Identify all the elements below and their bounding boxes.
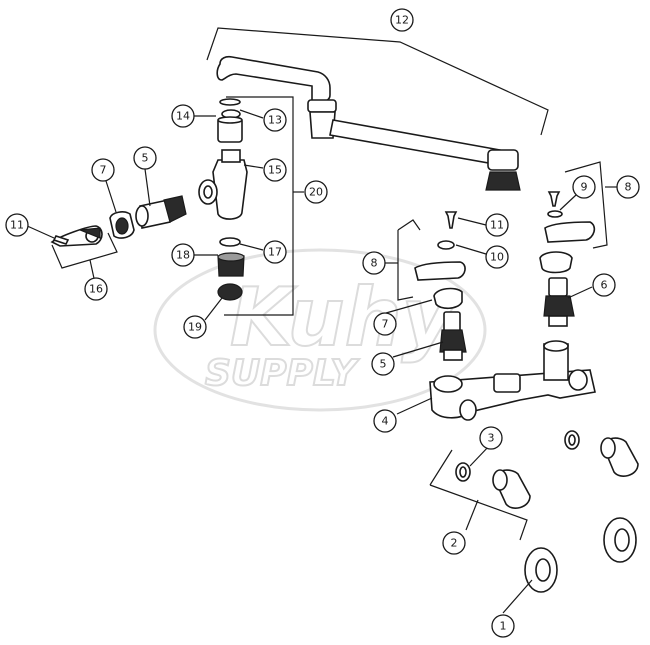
watermark-text-bottom: SUPPLY (205, 353, 360, 394)
washer-9 (547, 210, 563, 218)
bracket-20 (224, 96, 294, 316)
svg-text:2: 2 (451, 537, 458, 550)
washer-17 (219, 237, 241, 247)
seal-13 (219, 98, 241, 119)
callout-16: 16 (84, 277, 108, 301)
svg-text:10: 10 (490, 251, 504, 264)
faucet-body-4 (429, 340, 596, 421)
callout-11-left: 11 (5, 213, 29, 237)
washer-10 (437, 240, 455, 250)
bracket-8-left (397, 219, 421, 301)
spout (216, 55, 521, 191)
seat-18 (217, 252, 245, 277)
callout-7-left: 7 (91, 158, 115, 182)
handle-8-right (544, 221, 596, 243)
callout-9: 9 (572, 175, 596, 199)
bonnet-7-left (109, 211, 135, 239)
svg-text:4: 4 (382, 415, 389, 428)
bracket-12 (206, 27, 549, 136)
callout-17: 17 (263, 240, 287, 264)
svg-text:5: 5 (142, 152, 149, 165)
callout-3: 3 (479, 426, 503, 450)
svg-text:8: 8 (625, 181, 632, 194)
svg-text:6: 6 (601, 279, 608, 292)
bushing-14 (217, 116, 243, 143)
callout-8-right: 8 (616, 175, 640, 199)
callout-19: 19 (183, 315, 207, 339)
svg-text:16: 16 (89, 283, 103, 296)
cartridge-5-left (135, 195, 187, 229)
handle-16 (50, 225, 103, 247)
callout-13: 13 (263, 108, 287, 132)
callout-7: 7 (373, 312, 397, 336)
eccentric-right (600, 437, 639, 477)
svg-text:14: 14 (176, 110, 190, 123)
flange-right (603, 517, 637, 563)
callout-8-left: 8 (362, 251, 386, 275)
svg-text:11: 11 (490, 219, 504, 232)
callout-2: 2 (442, 531, 466, 555)
svg-text:7: 7 (100, 164, 107, 177)
svg-text:3: 3 (488, 432, 495, 445)
callout-5-left: 5 (133, 146, 157, 170)
callout-18: 18 (171, 243, 195, 267)
svg-text:19: 19 (188, 321, 202, 334)
callout-6: 6 (592, 273, 616, 297)
screw-11-left (52, 235, 70, 245)
callout-11: 11 (485, 213, 509, 237)
callout-14: 14 (171, 104, 195, 128)
svg-text:12: 12 (395, 14, 409, 27)
svg-text:18: 18 (176, 249, 190, 262)
svg-text:11: 11 (10, 219, 24, 232)
swing-body-15 (198, 149, 248, 220)
callout-20: 20 (304, 180, 328, 204)
bracket-8-right (564, 161, 608, 249)
screw-9 (547, 191, 561, 207)
svg-text:9: 9 (581, 181, 588, 194)
svg-text:1: 1 (500, 620, 507, 633)
svg-text:13: 13 (268, 114, 282, 127)
callout-12: 12 (390, 8, 414, 32)
svg-text:15: 15 (268, 164, 282, 177)
callout-10: 10 (485, 245, 509, 269)
callout-4: 4 (373, 409, 397, 433)
svg-text:7: 7 (382, 318, 389, 331)
bonnet-right (539, 251, 573, 274)
bracket-16 (51, 232, 118, 269)
washer-right (564, 430, 580, 450)
gasket-19 (217, 283, 243, 301)
cartridge-6 (543, 277, 575, 327)
cartridge-5 (439, 311, 467, 361)
svg-text:20: 20 (309, 186, 323, 199)
svg-text:8: 8 (371, 257, 378, 270)
bracket-2 (429, 449, 528, 541)
flange-1 (524, 547, 558, 593)
callout-5: 5 (371, 352, 395, 376)
leader-lines (24, 109, 593, 614)
bonnet-7 (433, 287, 463, 310)
handle-8-left (414, 261, 466, 281)
eccentric-2 (492, 469, 531, 509)
washer-3 (455, 462, 471, 482)
callout-1: 1 (491, 614, 515, 638)
svg-text:5: 5 (380, 358, 387, 371)
callout-15: 15 (263, 158, 287, 182)
screw-11 (444, 211, 458, 229)
watermark-text-top: Kuhy (230, 271, 457, 364)
svg-text:17: 17 (268, 246, 282, 259)
